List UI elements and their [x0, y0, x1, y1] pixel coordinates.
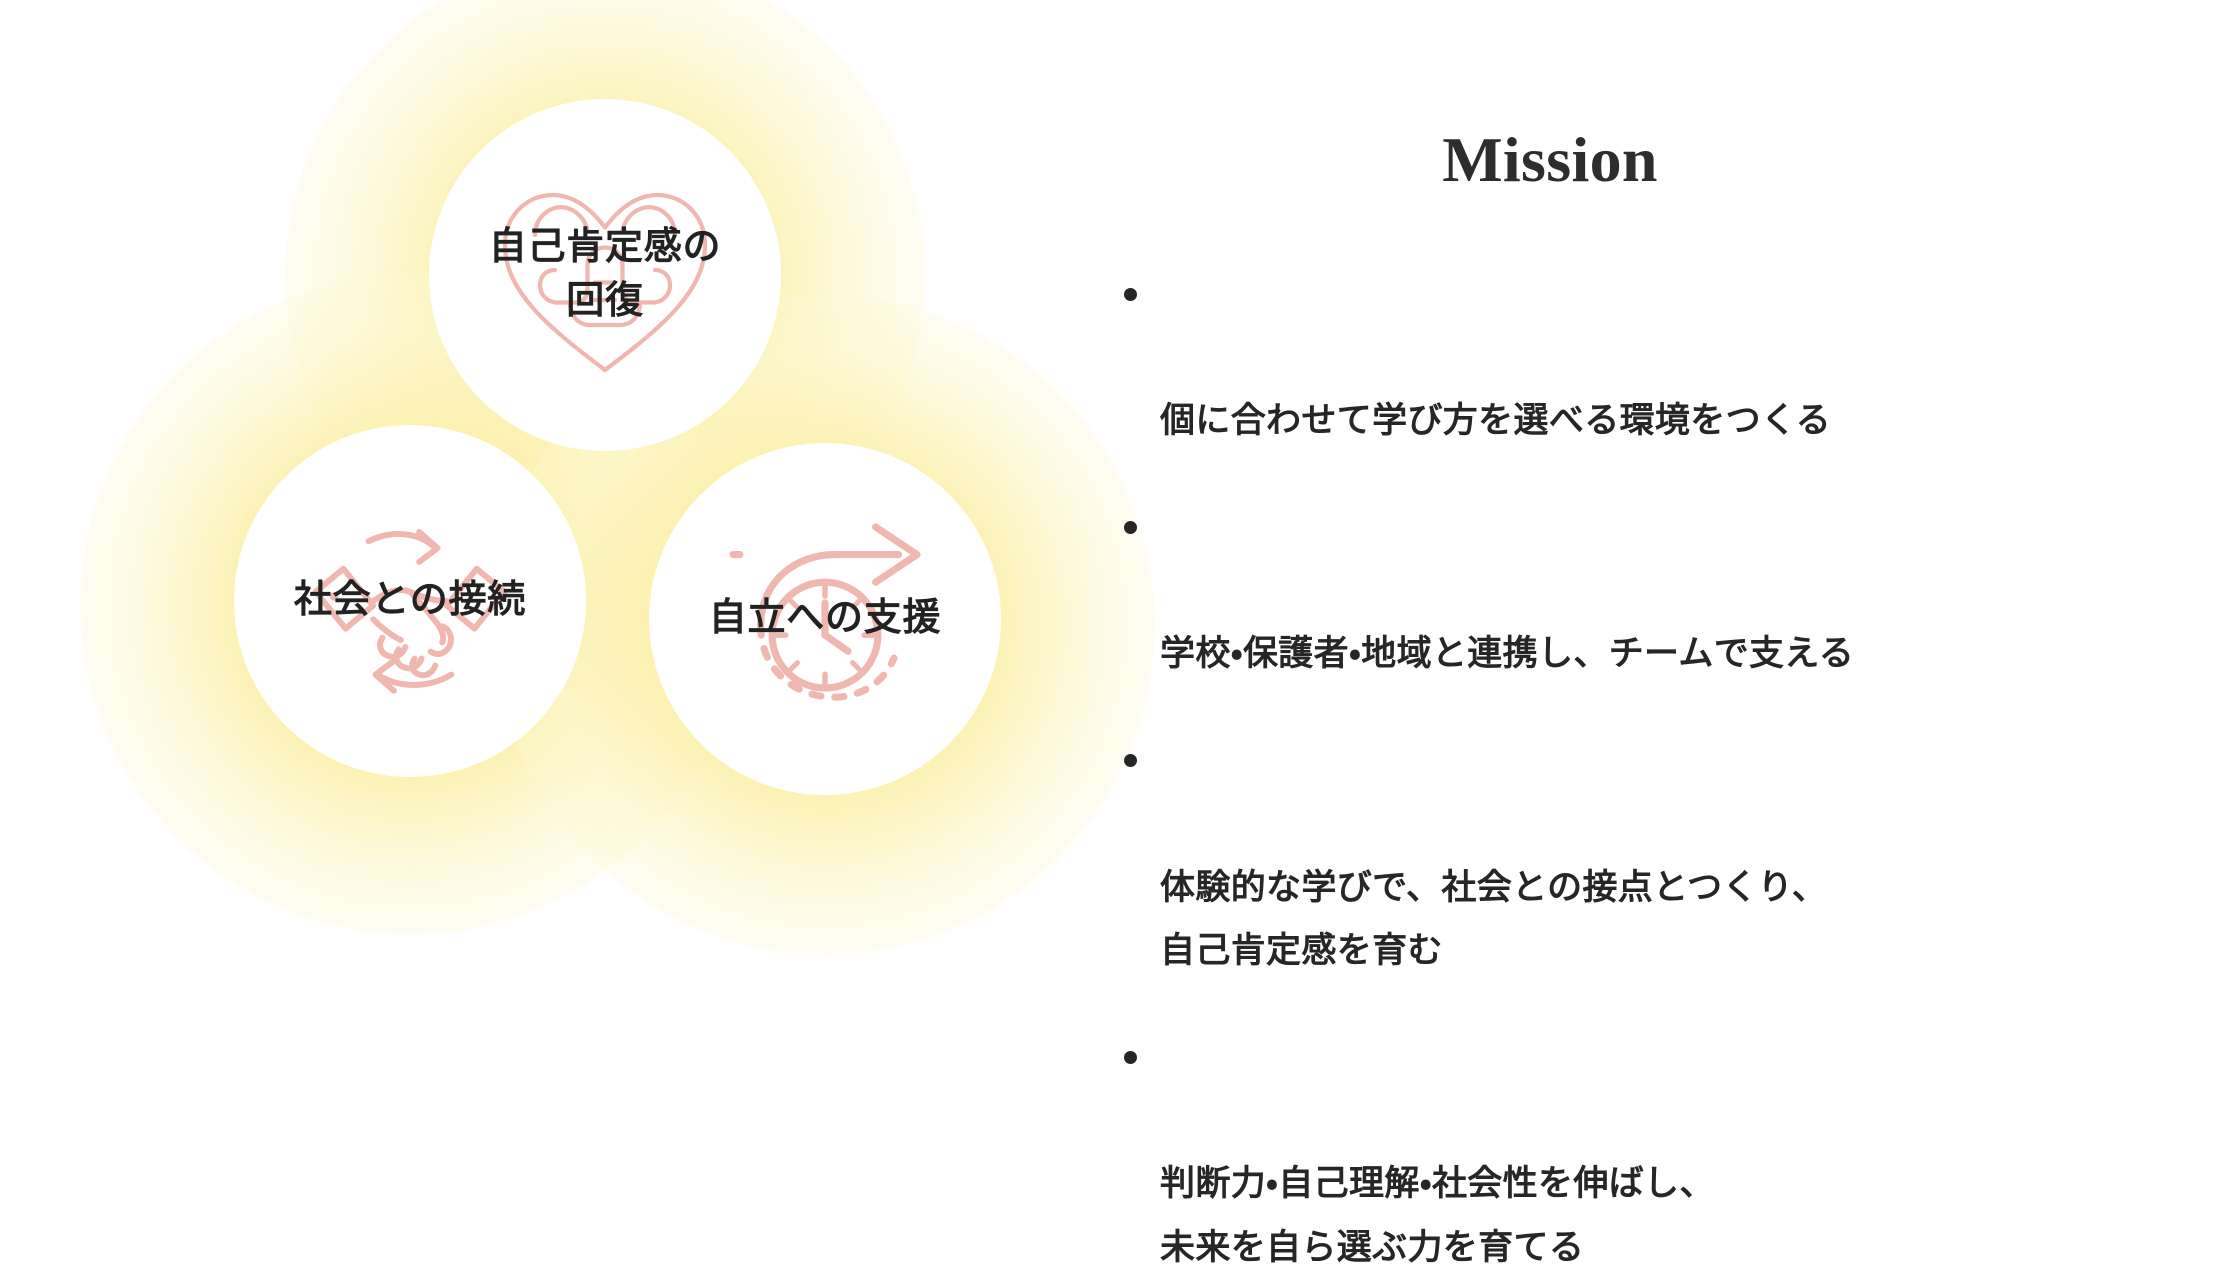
- mission-list-item: 判断力・自己理解・社会性を伸ばし、 未来を自ら選ぶ力を育てる: [1118, 1025, 2198, 1280]
- bullet-dot-icon: [1124, 521, 1137, 535]
- bubble-independence-support[interactable]: 自立への支援: [649, 443, 1001, 795]
- heart-hands-icon: [502, 192, 708, 373]
- mission-item-text: 個に合わせて学び方を選べる環境をつくる: [1160, 401, 1831, 441]
- mission-panel: Mission 個に合わせて学び方を選べる環境をつくる 学校・保護者・地域と連携…: [1100, 0, 2240, 1267]
- bullet-dot-icon: [1124, 288, 1137, 301]
- bubble-self-affirmation[interactable]: 自己肯定感の 回復: [429, 99, 781, 451]
- bubble-label-self-affirmation: 自己肯定感の 回復: [488, 226, 722, 322]
- concept-diagram: 自己肯定感の 回復: [0, 0, 1155, 1000]
- bubble-label-independence-support: 自立への支援: [708, 597, 942, 640]
- bullet-dot-icon: [1124, 1050, 1137, 1064]
- clock-arrow-icon: [729, 523, 921, 701]
- bubble-label-social-connection: 社会との接続: [293, 579, 527, 622]
- mission-bullet-list: 個に合わせて学び方を選べる環境をつくる 学校・保護者・地域と連携し、チームで支え…: [1118, 262, 2198, 1280]
- mission-list-item: 個に合わせて学び方を選べる環境をつくる: [1118, 262, 2198, 453]
- bullet-dot-icon: [1124, 754, 1137, 768]
- mission-list-item: 学校・保護者・地域と連携し、チームで支える: [1118, 495, 2198, 686]
- mission-item-text: 学校・保護者・地域と連携し、チームで支える: [1160, 634, 1855, 674]
- mission-title: Mission: [1442, 124, 1658, 195]
- mission-item-text: 体験的な学びで、社会との接点とつくり、 自己肯定感を育む: [1160, 867, 1828, 971]
- mission-item-text: 判断力・自己理解・社会性を伸ばし、 未来を自ら選ぶ力を育てる: [1160, 1164, 1715, 1267]
- bubble-social-connection[interactable]: 社会との接続: [234, 425, 586, 777]
- mission-list-item: 体験的な学びで、社会との接点とつくり、 自己肯定感を育む: [1118, 728, 2198, 983]
- handshake-icon: [312, 529, 508, 694]
